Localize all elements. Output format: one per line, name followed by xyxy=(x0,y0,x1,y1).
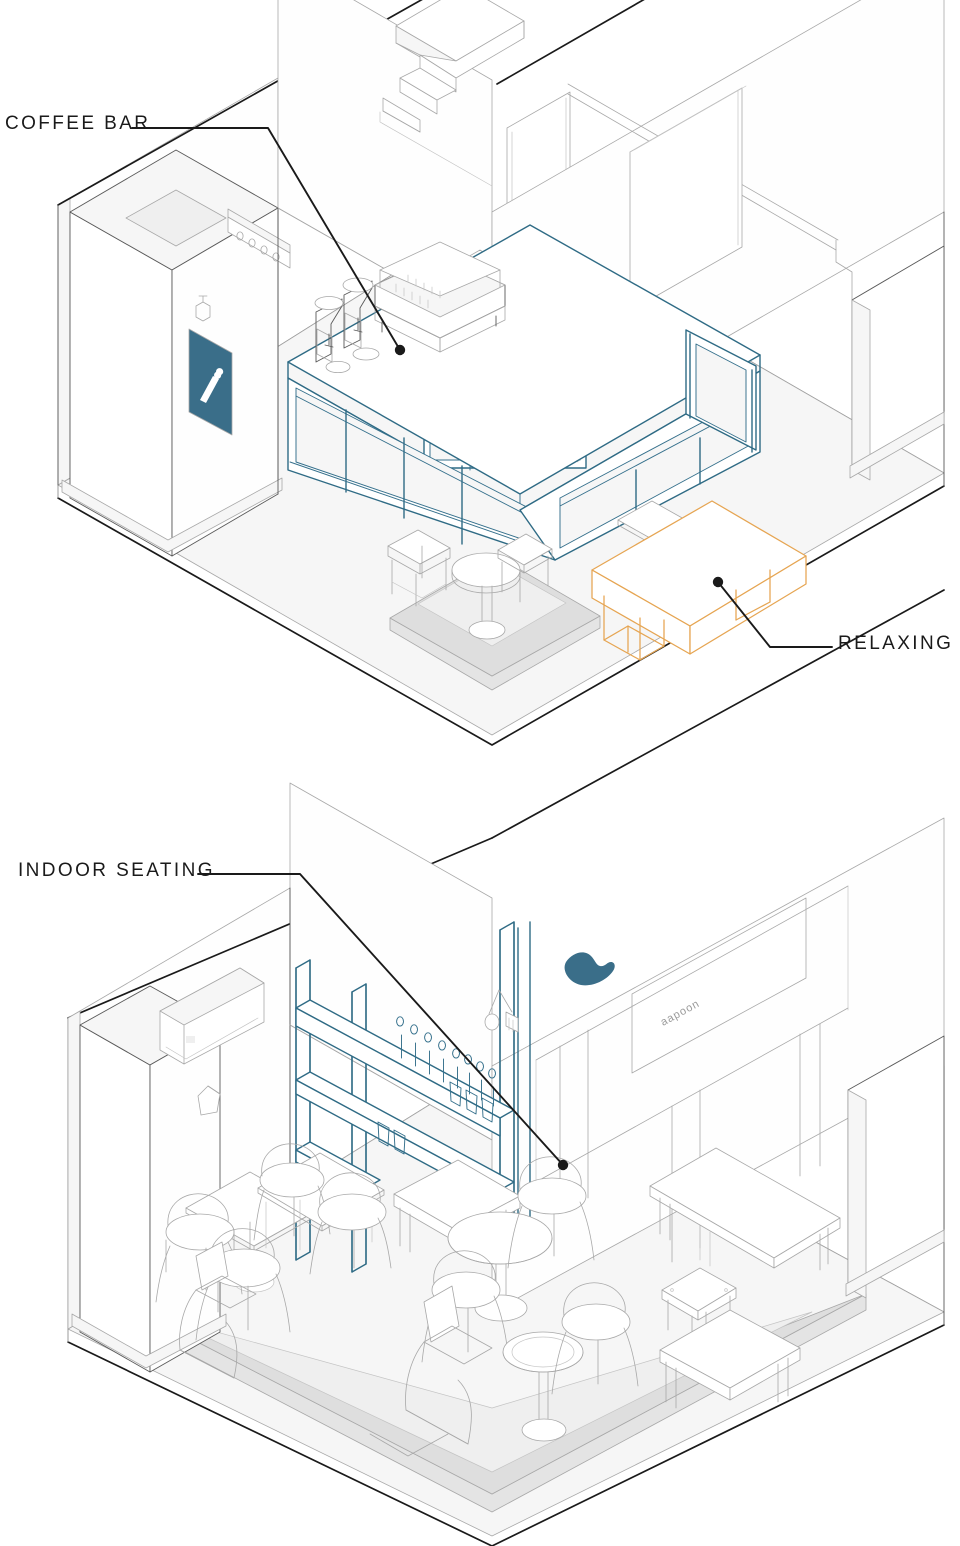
lower-bench-right xyxy=(659,1309,801,1409)
callout-leader-coffee-bar xyxy=(131,127,406,356)
callout-leader-relaxing xyxy=(712,576,833,648)
lower-small-round-table xyxy=(502,1331,584,1442)
lower-wall-sconce xyxy=(197,1085,221,1116)
upper-round-table xyxy=(451,552,521,640)
upper-long-lounge-bench[interactable] xyxy=(591,500,807,661)
lower-brand-logo xyxy=(564,952,615,986)
lower-cantilever-chair-a xyxy=(179,1241,257,1379)
lower-hanging-scale xyxy=(484,989,519,1033)
upper-coffee-grinder-left xyxy=(314,296,351,373)
callout-label-relaxing: RELAXING xyxy=(838,633,954,654)
upper-left-pier xyxy=(61,149,283,557)
lower-window-counter xyxy=(649,1147,841,1271)
upper-roller-blind xyxy=(629,85,747,312)
upper-right-pier xyxy=(849,245,945,481)
lower-cantilever-chair-b xyxy=(405,1285,493,1445)
lower-wooden-stool xyxy=(661,1267,737,1347)
lower-armchair-c xyxy=(253,1143,331,1241)
lower-signboard: aapoon xyxy=(631,897,807,1074)
lower-air-conditioner xyxy=(159,967,265,1065)
upper-side-stool xyxy=(497,533,553,603)
lower-armchair-g xyxy=(551,1282,639,1395)
lower-right-pier xyxy=(845,1035,945,1299)
upper-staircase xyxy=(379,0,525,187)
upper-coffee-grinder-right xyxy=(342,277,380,361)
callout-label-coffee-bar: COFFEE BAR xyxy=(5,113,151,134)
upper-bar-return xyxy=(685,329,757,453)
callout-label-indoor-seating: INDOOR SEATING xyxy=(18,860,215,881)
callout-leader-indoor-seating xyxy=(197,873,569,1171)
upper-track-light-strip xyxy=(227,208,291,269)
shelf-cups xyxy=(377,1081,494,1155)
upper-wall-artwork-panel xyxy=(188,295,233,436)
lower-armchair-e xyxy=(507,1156,595,1269)
upper-espresso-machine xyxy=(374,241,506,353)
lower-armchair-d xyxy=(309,1172,392,1275)
upper-bar-stool xyxy=(387,529,451,607)
